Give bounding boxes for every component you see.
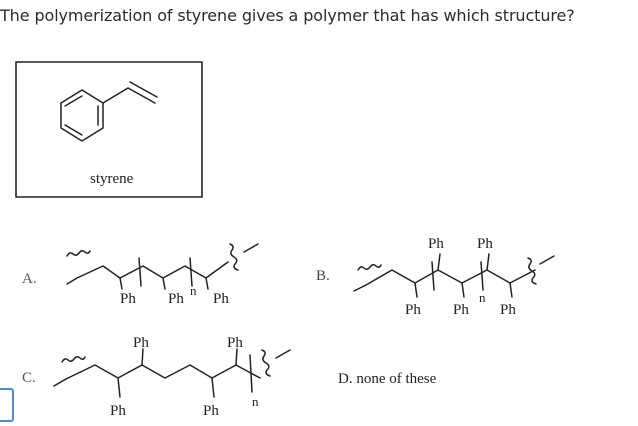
option-b-top-label-1: Ph (428, 236, 444, 252)
option-c-letter: C. (22, 370, 36, 386)
option-a-letter: A. (22, 271, 37, 287)
option-b-bottom-label-1: Ph (405, 302, 421, 318)
option-a-label-3: Ph (213, 291, 229, 307)
option-c-top-label-1: Ph (133, 335, 149, 351)
option-a-label-1: Ph (120, 291, 136, 307)
option-b-top-label-2: Ph (477, 236, 493, 252)
option-a-label-2: Ph (168, 291, 184, 307)
benzene-ring (60, 81, 158, 142)
option-c-repeat: n (252, 394, 259, 409)
option-c-bottom-label-2: Ph (203, 403, 219, 419)
option-c-top-label-2: Ph (227, 335, 243, 351)
option-c-structure (53, 348, 291, 398)
option-b-letter: B. (316, 268, 330, 284)
option-c-bottom-label-1: Ph (110, 403, 126, 419)
option-d-text: D. none of these (338, 371, 437, 387)
styrene-label: styrene (90, 171, 134, 187)
option-b-repeat: n (479, 290, 486, 305)
question-text: The polymerization of styrene gives a po… (0, 6, 575, 25)
styrene-frame (15, 61, 203, 198)
option-b-bottom-label-3: Ph (500, 302, 516, 318)
answer-input[interactable] (0, 388, 14, 422)
option-b-bottom-label-2: Ph (453, 302, 469, 318)
option-a-repeat: n (190, 283, 197, 298)
option-b-structure (353, 253, 555, 298)
option-a-structure (66, 243, 259, 290)
